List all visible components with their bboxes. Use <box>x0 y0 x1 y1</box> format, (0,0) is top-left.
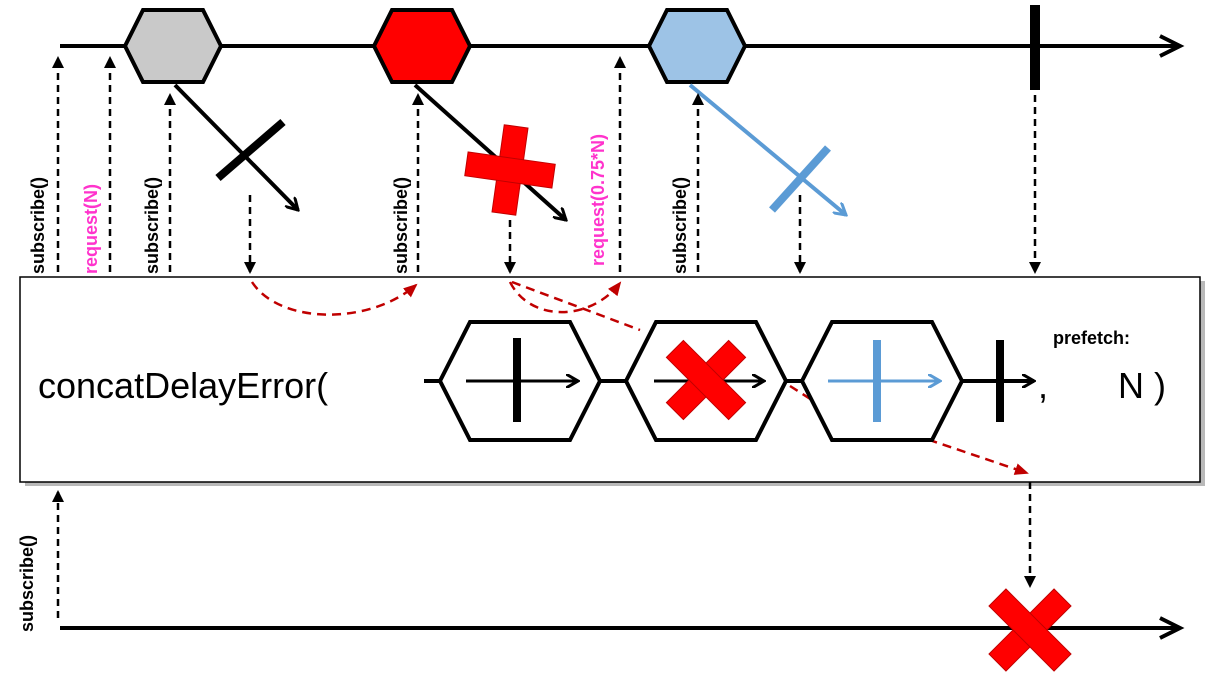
operator-comma: , <box>1038 365 1048 406</box>
subscribe-red-label: subscribe() <box>391 177 411 274</box>
gray-inner-source-marble <box>122 8 224 84</box>
upstream-signals <box>52 56 704 272</box>
subscribe-bottom-label: subscribe() <box>17 535 37 632</box>
blue-inner-complete-marker <box>769 145 831 213</box>
request-n-label: request(N) <box>81 184 101 274</box>
operator-inner-blue <box>799 320 965 442</box>
blue-inner-sequence <box>688 83 846 215</box>
operator-inner-red <box>623 320 789 442</box>
subscribe-gray-label: subscribe() <box>142 177 162 274</box>
blue-inner-source-marble <box>646 8 748 84</box>
source-timeline <box>60 5 1185 90</box>
prefetch-label: prefetch: <box>1053 328 1130 348</box>
operator-name: concatDelayError( <box>38 365 328 406</box>
gray-inner-sequence <box>173 83 298 210</box>
red-inner-source-marble <box>371 8 473 84</box>
output-error-icon <box>988 588 1072 672</box>
subscribe-blue-label: subscribe() <box>670 177 690 274</box>
source-timeline-arrowhead <box>1159 34 1185 58</box>
downstream-signals <box>244 95 1041 274</box>
red-inner-error-icon <box>464 124 556 216</box>
operator-outer-timeline <box>962 340 1034 422</box>
subscribe-top-label: subscribe() <box>28 177 48 274</box>
operator-red-error-icon <box>665 339 747 421</box>
output-timeline <box>60 616 1185 640</box>
red-inner-sequence <box>413 83 566 220</box>
prefetch-value: N ) <box>1118 365 1166 406</box>
operator-inner-gray <box>437 320 603 442</box>
gray-inner-complete-marker <box>215 118 286 182</box>
request-partial-label: request(0.75*N) <box>588 134 608 266</box>
